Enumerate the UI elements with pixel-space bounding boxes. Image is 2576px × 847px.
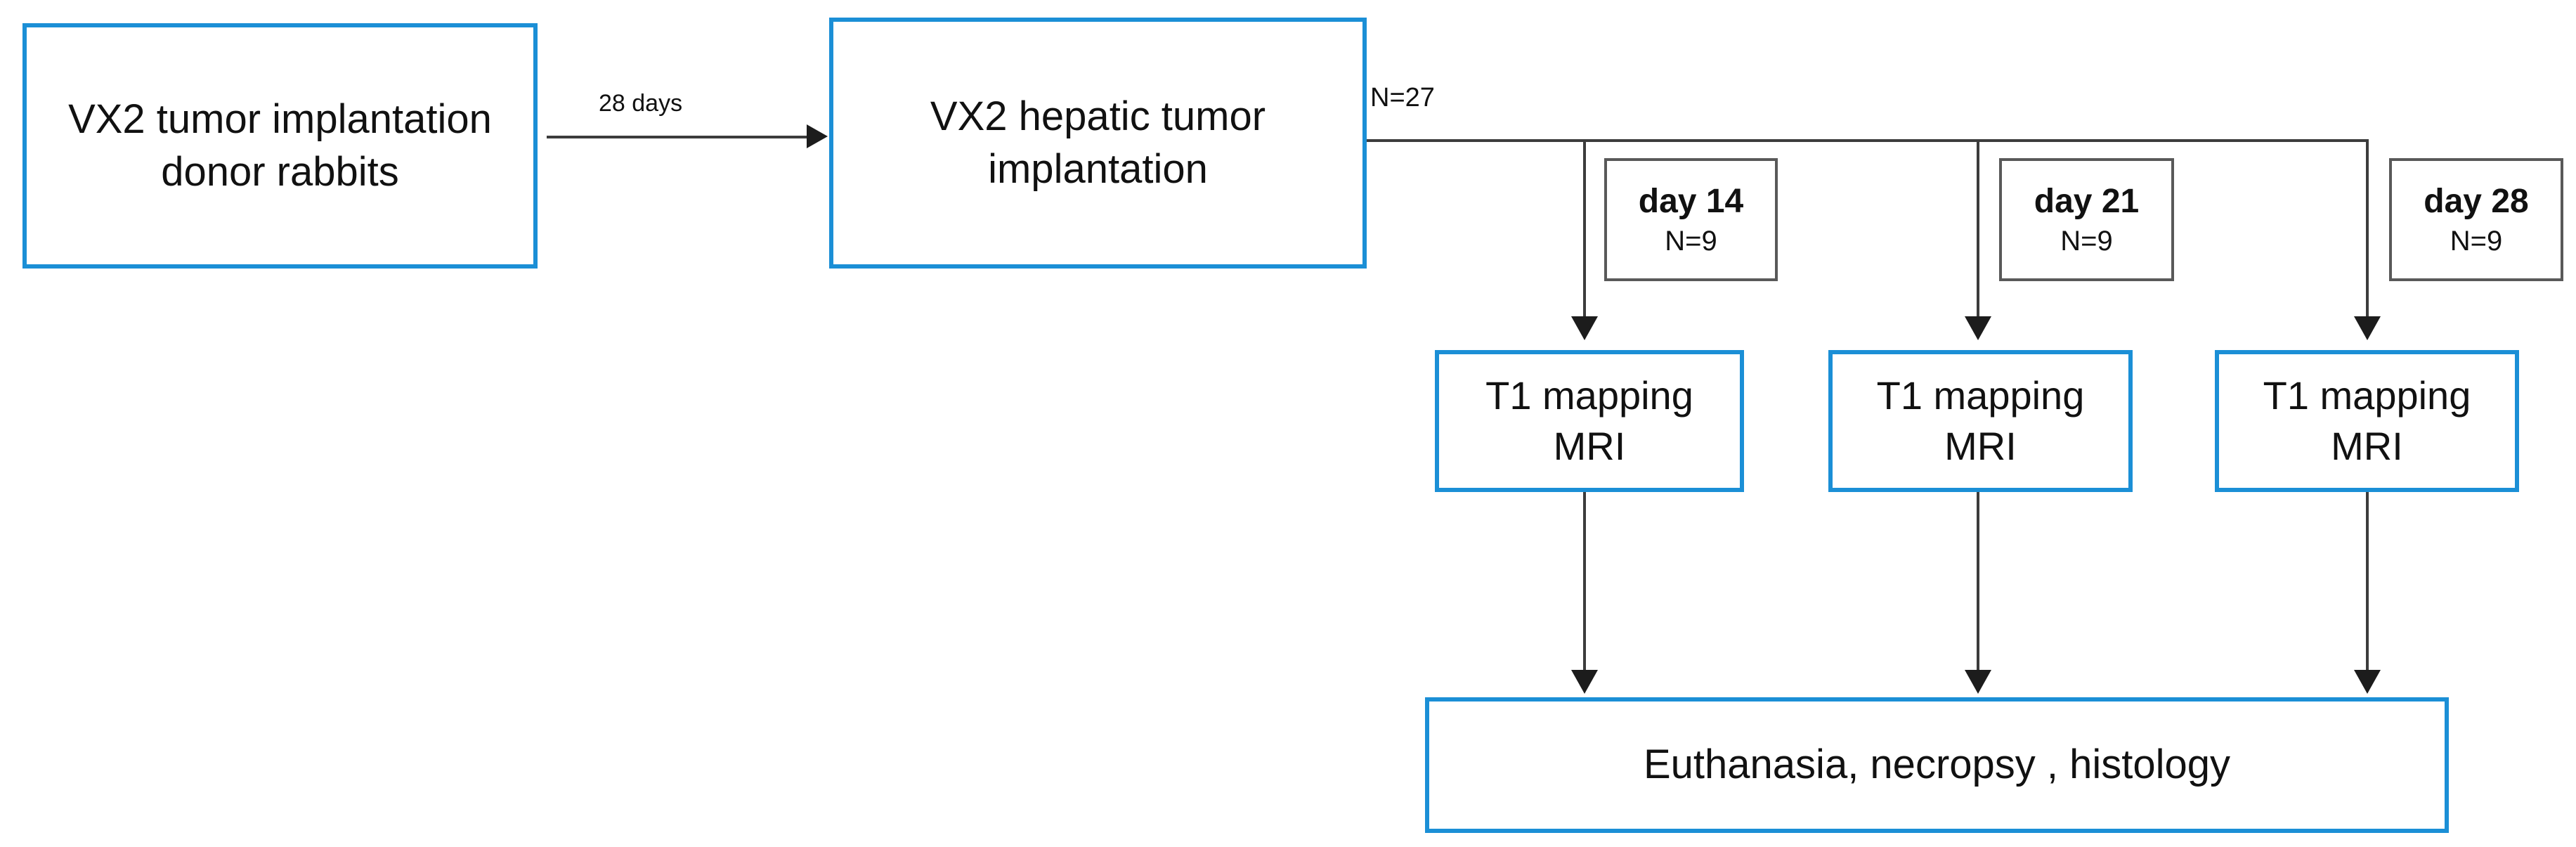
arrowhead-down-icon-endpoint-2 <box>1965 670 1991 694</box>
branch-bus-line <box>1367 139 2367 142</box>
branch-line-day21 <box>1977 139 1979 321</box>
edge-line-mri-day14-to-endpoint <box>1583 492 1586 675</box>
edge-line-mri-day28-to-endpoint <box>2366 492 2369 675</box>
node-mri-day21: T1 mapping MRI <box>1828 350 2133 492</box>
arrowhead-down-icon-day21 <box>1965 316 1991 340</box>
node-mri-day21-label: T1 mapping MRI <box>1876 373 2085 468</box>
arrowhead-right-icon <box>807 124 828 148</box>
node-timepoint-day21-day: day 21 <box>2034 183 2140 221</box>
arrowhead-down-icon-day28 <box>2354 316 2381 340</box>
node-mri-day28-label: T1 mapping MRI <box>2263 373 2471 468</box>
node-hepatic-implantation: VX2 hepatic tumor implantation <box>829 18 1367 269</box>
node-timepoint-day28: day 28 N=9 <box>2389 158 2563 281</box>
node-mri-day14: T1 mapping MRI <box>1435 350 1744 492</box>
node-timepoint-day28-day: day 28 <box>2424 183 2529 221</box>
branch-line-day14 <box>1583 139 1586 321</box>
arrowhead-down-icon-endpoint-3 <box>2354 670 2381 694</box>
node-timepoint-day14-n: N=9 <box>1665 225 1717 257</box>
node-timepoint-day21-n: N=9 <box>2060 225 2113 257</box>
arrowhead-down-icon-endpoint-1 <box>1571 670 1598 694</box>
node-endpoint-euthanasia: Euthanasia, necropsy , histology <box>1425 697 2449 833</box>
node-timepoint-day14-day: day 14 <box>1638 183 1744 221</box>
node-timepoint-day21: day 21 N=9 <box>1999 158 2174 281</box>
node-timepoint-day28-n: N=9 <box>2450 225 2503 257</box>
node-endpoint-euthanasia-label: Euthanasia, necropsy , histology <box>1643 742 2231 788</box>
node-mri-day28: T1 mapping MRI <box>2215 350 2519 492</box>
branch-line-day28 <box>2366 139 2369 321</box>
edge-line-donor-to-hepatic <box>547 136 808 138</box>
node-hepatic-implantation-label: VX2 hepatic tumor implantation <box>930 93 1266 192</box>
node-mri-day14-label: T1 mapping MRI <box>1485 373 1693 468</box>
arrowhead-down-icon-day14 <box>1571 316 1598 340</box>
node-donor-rabbits: VX2 tumor implantation donor rabbits <box>22 23 538 269</box>
edge-line-mri-day21-to-endpoint <box>1977 492 1979 675</box>
node-timepoint-day14: day 14 N=9 <box>1604 158 1778 281</box>
edge-label-n27: N=27 <box>1370 83 1435 112</box>
node-donor-rabbits-label: VX2 tumor implantation donor rabbits <box>68 96 492 195</box>
edge-label-28-days: 28 days <box>599 90 683 117</box>
